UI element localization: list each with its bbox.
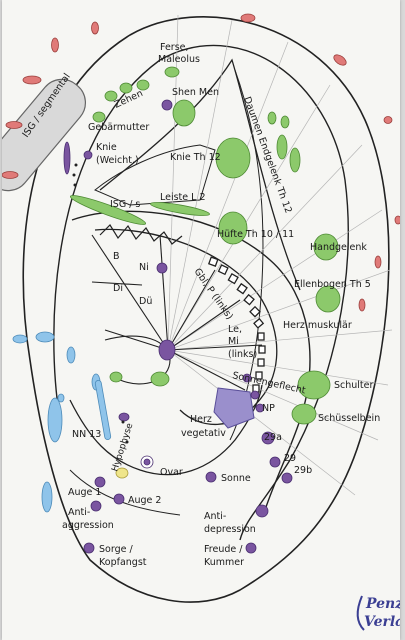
ear-upper-crus — [99, 58, 301, 291]
zigzag-spine-strip — [99, 224, 183, 245]
label-di: Di — [113, 283, 123, 294]
label-schulter: Schulter — [334, 380, 374, 391]
penzel-verlag-logo: Penzel Verlag — [356, 595, 400, 631]
label-due: Dü — [139, 296, 152, 307]
label-isg-s: ISG / s — [110, 199, 140, 210]
green-points — [69, 66, 341, 425]
label-le: Le, — [228, 324, 242, 335]
label-huefte: Hüfte Th 10 / 11 — [217, 229, 294, 240]
label-b: B — [113, 251, 120, 262]
label-ni: Ni — [139, 262, 149, 273]
radial-guide-lines — [167, 14, 393, 496]
label-links: (links) — [228, 349, 257, 360]
label-hypophyse: Hypophyse — [110, 422, 135, 473]
label-np: NP — [262, 403, 275, 414]
label-29b: 29b — [294, 465, 312, 476]
ear-antitragus — [104, 335, 171, 385]
label-anti-depression-2: depression — [204, 524, 256, 535]
label-handgelenk: Handgelenk — [310, 242, 367, 253]
label-knie-th12: Knie Th 12 — [170, 152, 221, 163]
label-mi: Mi — [228, 336, 239, 347]
center-fan-lines — [91, 234, 263, 391]
label-anti-aggression-2: aggression — [62, 520, 114, 531]
label-maleolus: Maleolus — [158, 54, 200, 65]
isg-segmental-region — [2, 78, 87, 192]
label-auge2: Auge 2 — [128, 495, 161, 506]
label-gebaermutter: Gebärmutter — [88, 122, 149, 133]
label-29: 29 — [284, 453, 296, 464]
ear-helix-inner — [53, 44, 349, 541]
spine-vertebra-markers — [207, 256, 266, 393]
herz-vegetativ-region — [213, 387, 255, 429]
label-freude: Freude / — [204, 544, 243, 555]
label-kummer: Kummer — [204, 557, 244, 568]
label-gbl-p: Gbl, P (links) — [192, 266, 235, 321]
label-ellenbogen: Ellenbogen Th 5 — [294, 279, 371, 290]
label-29a: 29a — [264, 432, 282, 443]
ear-triangular-fossa — [94, 144, 216, 206]
label-knie: Knie — [96, 142, 117, 153]
logo-line1: Penzel — [365, 596, 400, 612]
label-sonne: Sonne — [221, 473, 251, 484]
label-auge1: Auge 1 — [68, 487, 101, 498]
label-knie-weicht: (Weicht.) — [96, 155, 139, 166]
label-sorge: Sorge / — [99, 544, 133, 555]
label-leiste: Leiste L 2 — [160, 192, 206, 203]
blue-points — [12, 331, 112, 513]
black-dots — [72, 163, 129, 444]
label-vegetativ: vegetativ — [181, 428, 226, 439]
purple-points — [63, 99, 293, 554]
label-herz: Herz — [190, 414, 212, 425]
label-anti-depression-1: Anti- — [204, 511, 226, 522]
label-kopfangst: Kopfangst — [99, 557, 147, 568]
label-shen-men: Shen Men — [172, 87, 219, 98]
label-ovar: Ovar — [160, 467, 183, 478]
label-nn13: NN 13 — [72, 429, 101, 440]
label-herz-muskulaer: Herz muskulär — [283, 320, 352, 331]
label-anti-aggression-1: Anti- — [68, 507, 90, 518]
label-schluesselbein: Schüsselbein — [318, 413, 380, 424]
salmon-helix-points — [2, 13, 400, 312]
ear-outer-outline — [22, 16, 390, 603]
ear-antihelix — [71, 210, 311, 511]
yellow-points — [115, 467, 129, 479]
label-ferse: Ferse, — [160, 42, 189, 53]
logo-line2: Verlag — [364, 614, 400, 630]
